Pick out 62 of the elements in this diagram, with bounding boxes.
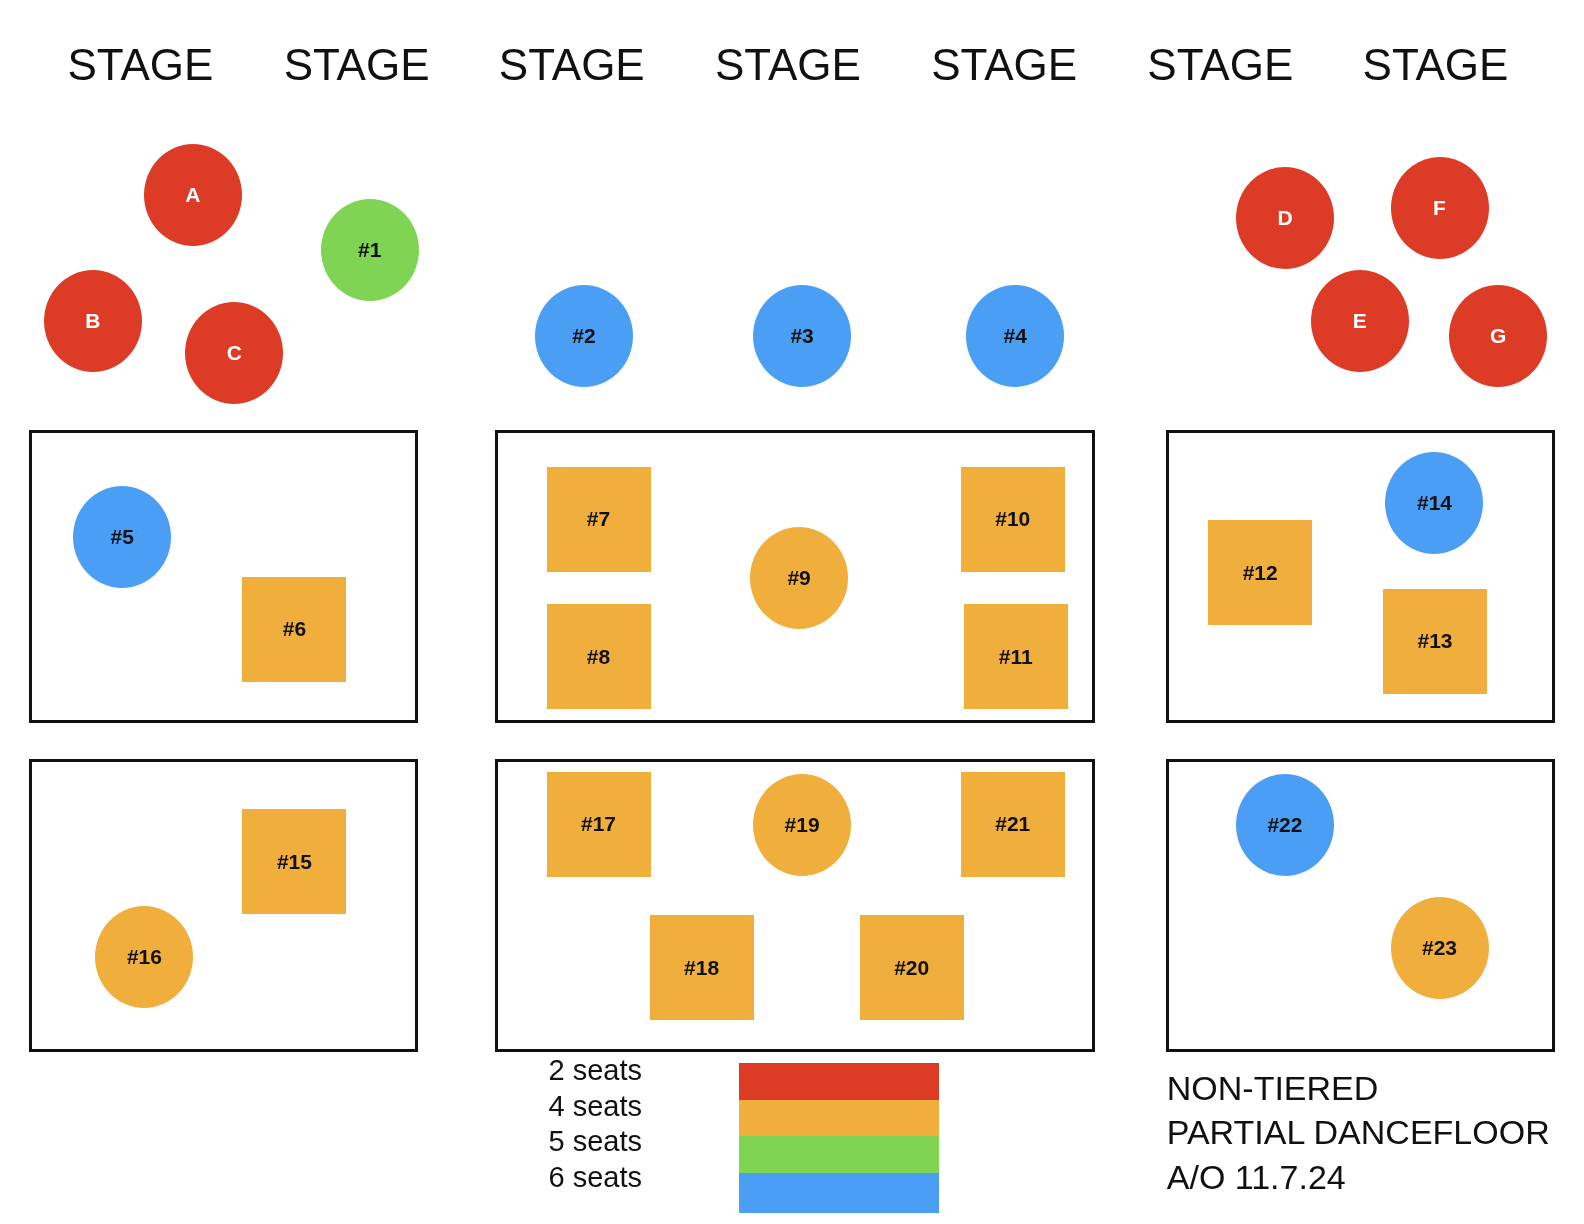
- table-number: #7: [586, 507, 611, 532]
- table-number: #1: [358, 237, 382, 262]
- table-number: E: [1352, 309, 1367, 334]
- table-number: B: [85, 309, 101, 334]
- table-number: #6: [282, 617, 307, 642]
- square-table: [242, 576, 347, 682]
- stage-label: STAGE: [1147, 40, 1294, 91]
- note-text: A/O 11.7.24: [1166, 1157, 1346, 1197]
- seating-section-outline: [495, 430, 1096, 724]
- square-table: [960, 466, 1065, 572]
- square-table: [859, 915, 964, 1021]
- stage-label: STAGE: [67, 40, 214, 91]
- table-number: #16: [126, 944, 162, 969]
- table-number: #20: [894, 955, 930, 980]
- table-number: #10: [995, 507, 1031, 532]
- table-number: #9: [787, 565, 811, 590]
- table-number: #23: [1422, 935, 1458, 960]
- table-number: #15: [276, 849, 312, 874]
- square-table: [546, 466, 651, 572]
- seating-section-outline: [495, 758, 1096, 1052]
- table-number: #21: [995, 812, 1031, 837]
- square-table: [963, 604, 1068, 710]
- table-number: A: [185, 182, 201, 207]
- table-number: #14: [1416, 491, 1452, 516]
- seating-section-outline: [29, 758, 419, 1052]
- table-number: #8: [586, 644, 611, 669]
- table-number: #12: [1242, 560, 1278, 585]
- legend-label: 5 seats: [548, 1125, 643, 1159]
- note-text: NON-TIERED: [1166, 1068, 1379, 1108]
- square-table: [1208, 520, 1313, 626]
- table-number: #5: [110, 525, 134, 550]
- square-table: [960, 771, 1065, 877]
- legend-label: 6 seats: [548, 1161, 643, 1195]
- square-table: [649, 915, 754, 1021]
- table-number: #18: [684, 955, 720, 980]
- legend-label: 4 seats: [548, 1089, 643, 1123]
- table-number: C: [226, 340, 242, 365]
- note-text: PARTIAL DANCEFLOOR: [1166, 1113, 1550, 1153]
- table-number: #2: [572, 324, 596, 349]
- square-table: [546, 604, 651, 710]
- seating-section-outline: [29, 430, 419, 724]
- seating-section-outline: [1165, 758, 1555, 1052]
- table-number: #19: [784, 813, 820, 838]
- square-table: [546, 771, 651, 877]
- table-number: D: [1277, 206, 1293, 231]
- legend-label: 2 seats: [548, 1053, 643, 1087]
- stage-label: STAGE: [931, 40, 1078, 91]
- stage-label: STAGE: [498, 40, 645, 91]
- table-number: #13: [1417, 629, 1453, 654]
- table-number: #22: [1267, 813, 1303, 838]
- table-number: #11: [998, 644, 1033, 669]
- square-table: [242, 809, 347, 915]
- stage-label: STAGE: [283, 40, 430, 91]
- table-number: #3: [790, 324, 814, 349]
- table-number: #4: [1003, 324, 1027, 349]
- seating-section-outline: [1165, 430, 1555, 724]
- square-table: [1382, 588, 1487, 694]
- table-number: F: [1433, 196, 1446, 221]
- stage-label: STAGE: [715, 40, 861, 91]
- table-number: #17: [581, 812, 617, 837]
- stage-label: STAGE: [1362, 40, 1509, 91]
- table-number: G: [1489, 324, 1507, 349]
